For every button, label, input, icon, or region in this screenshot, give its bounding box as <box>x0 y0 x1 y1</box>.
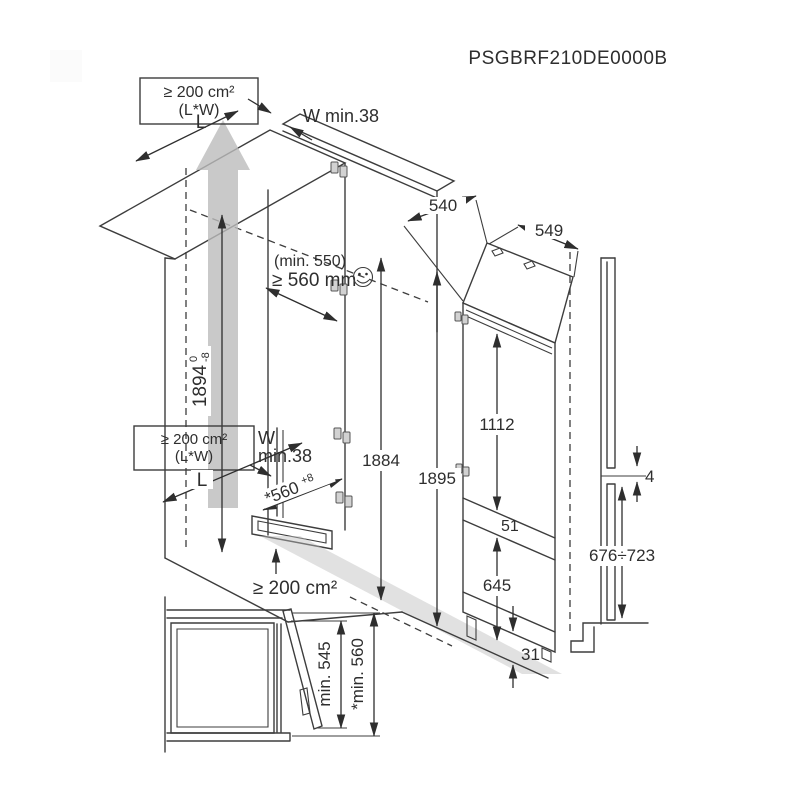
bottom-vent-area-label: ≥ 200 cm² <box>253 578 337 599</box>
inset-door-handle <box>299 687 311 716</box>
door-divider-upper <box>462 497 556 539</box>
dim-panel-gap: 4 <box>645 467 654 486</box>
dim-top-wall-gap: W min.38 <box>303 106 379 126</box>
appliance <box>401 242 574 679</box>
plinth-vent <box>251 515 333 550</box>
dim-lower-door: 645 <box>483 576 511 595</box>
dim-appliance-width: 549 <box>535 221 563 240</box>
dim-niche-height-tol-plus: 0 <box>188 356 200 362</box>
dim-bottom-wall-gap-w: W <box>258 428 275 448</box>
dim-top-length: L <box>196 112 207 133</box>
dim-niche-width-tol: +8 <box>299 472 315 488</box>
appliance-foot-rear <box>541 647 552 663</box>
door-panel-profile <box>569 252 649 653</box>
floor-line <box>401 611 549 679</box>
dim-bottom-length: L <box>197 470 208 491</box>
dim-niche-inner-height: 1884 <box>362 451 400 470</box>
toe-kick-profile <box>570 622 649 653</box>
dim-door-gap: 51 <box>501 518 519 535</box>
dim-lower-panel: 676÷723 <box>589 546 655 565</box>
top-vent-box-area: ≥ 200 cm² <box>163 84 235 101</box>
inset-open-door <box>282 608 323 730</box>
bottom-vent-box-area: ≥ 200 cm² <box>161 431 228 448</box>
appliance-front-face <box>462 301 556 654</box>
dim-niche-width-group: *560 +8 <box>258 464 336 509</box>
plan-view-inset: min. 545 *min. 560 <box>164 596 380 753</box>
bottom-vent-box-lw: (L*W) <box>175 448 213 465</box>
appliance-foot-front <box>466 615 477 641</box>
dim-appliance-depth: 540 <box>429 196 457 215</box>
niche-cabinet <box>98 113 456 623</box>
dim-inset-door-open-full: *min. 560 <box>348 638 367 710</box>
dim-niche-height: 1894 <box>190 364 211 407</box>
dim-niche-height-tol-minus: -8 <box>200 352 212 362</box>
dim-inset-door-open: min. 545 <box>315 641 334 706</box>
faint-watermark <box>50 50 82 82</box>
dim-upper-door: 1112 <box>479 415 514 434</box>
dim-niche-depth: ≥ 560 mm <box>272 270 356 291</box>
airflow-band-bottom <box>260 536 562 674</box>
dim-bottom-wall-gap-min: min.38 <box>258 446 312 466</box>
dim-niche-height-group: 1894 0 -8 <box>188 346 212 416</box>
happy-face-icon <box>352 266 374 288</box>
dim-niche-depth-note: (min. 550) <box>274 253 346 270</box>
inset-appliance-body <box>170 622 275 734</box>
product-code: PSGBRF210DE0000B <box>468 48 667 69</box>
door-divider-lower <box>462 519 556 561</box>
dim-plinth-height: 31 <box>521 645 540 664</box>
dim-appliance-height: 1895 <box>418 469 456 488</box>
